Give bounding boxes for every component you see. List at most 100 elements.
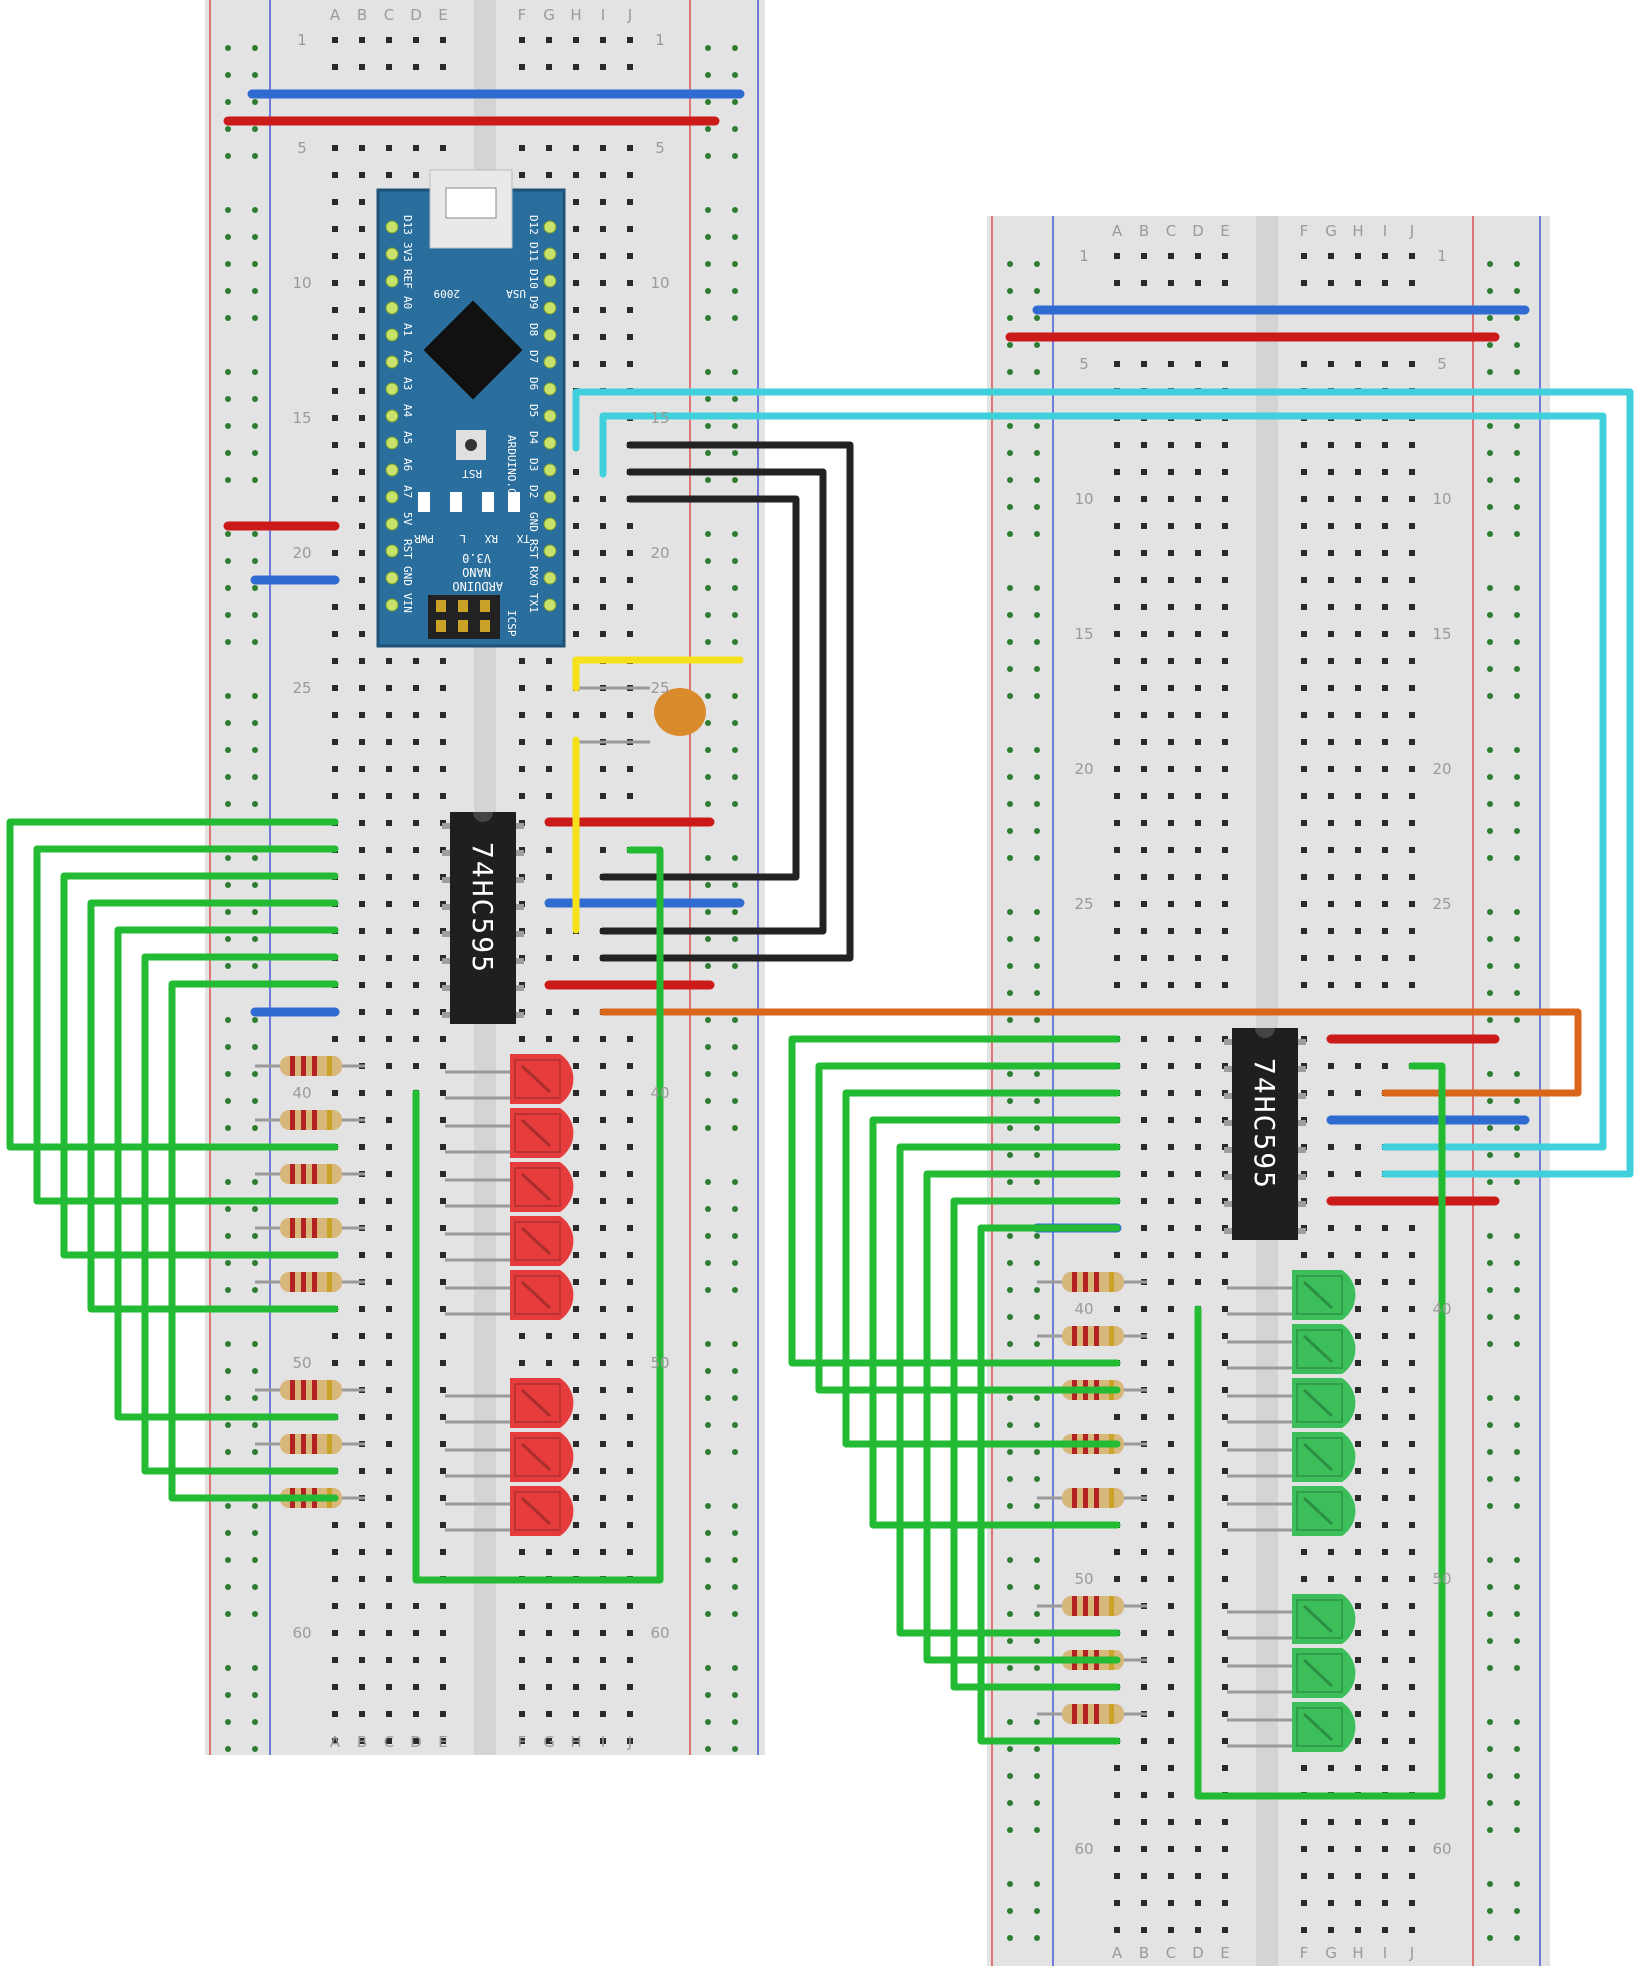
hole [386,1252,392,1258]
hole [1409,442,1415,448]
hole [1328,631,1334,637]
rail-hole [1514,261,1520,267]
hole [1382,1414,1388,1420]
hole [1222,955,1228,961]
hole [386,1711,392,1717]
rail-hole [1034,639,1040,645]
chip-pin [442,850,452,856]
hole [413,847,419,853]
hole [600,172,606,178]
hole [359,1684,365,1690]
hole [519,1036,525,1042]
hole [1168,1792,1174,1798]
rail-hole [225,585,231,591]
chip-pin [442,904,452,910]
resistor [255,1218,365,1238]
nano-pin [543,571,557,585]
rail-hole [1487,1260,1493,1266]
led [1227,1378,1356,1428]
rail-hole [225,450,231,456]
hole [1141,1252,1147,1258]
rail-hole [1514,1314,1520,1320]
rail-hole [732,126,738,132]
hole [359,874,365,880]
hole [1168,1252,1174,1258]
nano-pin [543,247,557,261]
hole [1328,442,1334,448]
hole [1222,1657,1228,1663]
hole [1355,739,1361,745]
rail-hole [225,1746,231,1752]
hole [1168,1225,1174,1231]
hole [1222,550,1228,556]
hole [359,982,365,988]
hole [1168,253,1174,259]
resistor-band [1083,1596,1088,1616]
rail-hole [252,936,258,942]
hole [1355,1900,1361,1906]
rail-hole [1487,693,1493,699]
rail-hole [1007,1449,1013,1455]
hole [413,145,419,151]
hole [440,1711,446,1717]
hole [1114,577,1120,583]
hole [1222,1441,1228,1447]
rail-hole [252,1557,258,1563]
hole [1355,1468,1361,1474]
hole [600,361,606,367]
nano-pin [385,463,399,477]
hole [1222,442,1228,448]
hole [332,64,338,70]
rail-hole [252,207,258,213]
column-label: F [1300,222,1309,240]
led-lens [1296,1437,1343,1477]
led-detail [520,1064,552,1094]
hole [1328,820,1334,826]
hole [413,1063,419,1069]
hole [1355,1549,1361,1555]
hole [1328,253,1334,259]
hole [600,1387,606,1393]
rail-hole [732,1530,738,1536]
board-led-label: PWR [414,532,434,545]
hole [573,1009,579,1015]
hole [627,1684,633,1690]
hole [359,388,365,394]
hole [1168,604,1174,610]
hole [546,1603,552,1609]
hole [359,793,365,799]
rail-hole [1487,369,1493,375]
terminal-row [1114,496,1415,502]
rail-hole [1034,1233,1040,1239]
hole [519,1603,525,1609]
hole [1141,631,1147,637]
hole [627,1630,633,1636]
hole [600,1414,606,1420]
green-output-wire [977,1224,1121,1745]
hole [440,1306,446,1312]
rail-hole [705,1449,711,1455]
rail-hole [732,855,738,861]
rail-hole [705,1395,711,1401]
hole [1114,361,1120,367]
hole [1222,658,1228,664]
resistor-band [327,1380,332,1400]
nano-pin [543,382,557,396]
resistor [255,1380,365,1400]
terminal-row [332,1603,633,1609]
hole [1168,1522,1174,1528]
rail-hole [732,261,738,267]
hole [1301,901,1307,907]
hole [1195,739,1201,745]
hole [359,1711,365,1717]
terminal-row [332,1738,633,1744]
hole [627,1306,633,1312]
green-wire [412,846,664,1584]
rail-hole [1034,1422,1040,1428]
hole [1355,1225,1361,1231]
hole [1382,1873,1388,1879]
hole [1301,685,1307,691]
hole [1382,1333,1388,1339]
hole [1222,1414,1228,1420]
hole [440,1333,446,1339]
